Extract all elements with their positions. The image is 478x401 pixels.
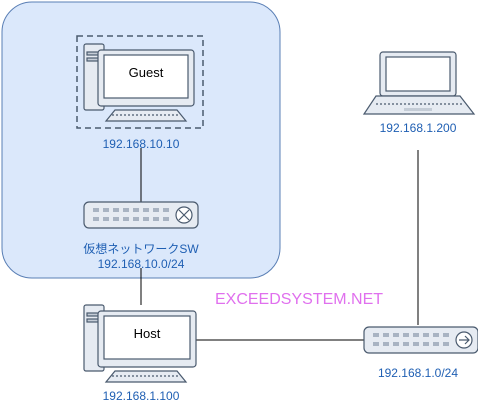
laptop-ip: 192.168.1.200 <box>380 121 457 135</box>
connection-lines <box>140 148 419 341</box>
host-ip: 192.168.1.100 <box>103 389 180 401</box>
watermark: EXCEEDSYSTEM.NET <box>215 291 383 308</box>
host-name: Host <box>134 326 161 341</box>
host-pc[interactable]: Host 192.168.1.100 <box>83 304 197 401</box>
desktop-computer-icon <box>83 304 197 383</box>
switch-network: 192.168.1.0/24 <box>378 366 458 380</box>
virtual-switch[interactable]: 仮想ネットワークSW 192.168.10.0/24 <box>83 201 199 271</box>
physical-switch[interactable]: 192.168.1.0/24 <box>363 326 478 380</box>
vswitch-name: 仮想ネットワークSW <box>83 241 199 256</box>
vswitch-network: 192.168.10.0/24 <box>98 257 185 271</box>
guest-pc[interactable]: Guest 192.168.10.10 <box>76 35 204 151</box>
guest-selection-box <box>76 35 204 129</box>
laptop[interactable]: 192.168.1.200 <box>362 51 476 135</box>
network-switch-icon <box>363 326 478 354</box>
guest-ip: 192.168.10.10 <box>103 137 180 151</box>
guest-name: Guest <box>129 65 164 80</box>
laptop-icon <box>362 51 476 115</box>
network-switch-icon <box>83 201 199 229</box>
desktop-computer-icon <box>83 43 195 122</box>
